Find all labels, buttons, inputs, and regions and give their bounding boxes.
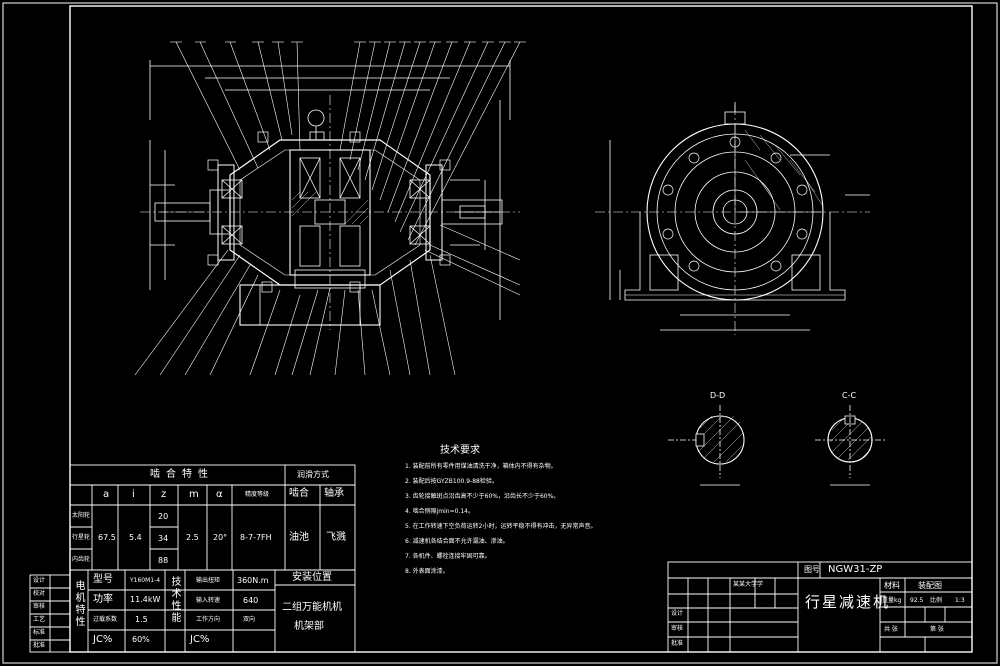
design-label: 设计 [671, 610, 684, 617]
motor-jc: 60% [132, 635, 150, 644]
tech-title: 技术要求 [440, 445, 480, 456]
col-mesh: 啮合 [289, 488, 309, 499]
rev-row-1: 设计 [33, 577, 46, 584]
col-bearing: 轴承 [324, 488, 344, 499]
product-name: 行星减速机 [805, 593, 891, 611]
tech-item-1: 1. 装配前所有零件用煤油清洗干净，箱体内不得有杂物。 [405, 463, 557, 470]
tech-item-8: 8. 外表面涂漆。 [405, 568, 449, 575]
section-dd-label: D-D [710, 391, 726, 400]
rev-row-4: 工艺 [33, 616, 46, 623]
approve-label: 批准 [671, 640, 684, 647]
dir: 双向 [243, 616, 256, 623]
material: 装配图 [918, 581, 942, 590]
section-cc [815, 405, 885, 486]
torque: 360N.m [237, 576, 269, 585]
jc2-label: JC% [190, 634, 210, 645]
torque-label: 输出扭矩 [196, 577, 221, 584]
tech-item-6: 6. 减速机各结合面不允许漏油、渗油。 [405, 538, 509, 545]
scale-label: 比例 [930, 597, 943, 604]
rev-row-3: 审核 [33, 603, 46, 610]
rev-row-2: 校对 [33, 590, 46, 597]
tech-side-label: 技术性能 [169, 576, 180, 624]
col-alpha: α [216, 489, 223, 500]
motor-overload: 1.5 [135, 615, 148, 624]
row-ring: 内齿轮 [72, 556, 91, 563]
val-z1: 20 [158, 512, 169, 521]
row-sun: 太阳轮 [72, 512, 91, 519]
section-cc-label: C-C [842, 391, 857, 400]
motor-jc-label: JC% [93, 634, 113, 645]
motor-model: Y160M1-4 [130, 577, 161, 584]
speed-label: 输入转速 [196, 597, 221, 604]
motor-side-label: 电机特性 [73, 580, 84, 628]
col-m: m [189, 489, 199, 500]
install-line2: 机架部 [294, 621, 324, 632]
tech-item-7: 7. 各机件、螺栓连接牢固可靠。 [405, 553, 491, 560]
col-a: a [103, 489, 110, 500]
install-line1: 二组万能机机 [282, 602, 342, 613]
val-i: 5.4 [129, 533, 142, 542]
weight-label: 重量kg [882, 597, 902, 604]
tech-item-2: 2. 装配后按GYZB100.9-88检验。 [405, 478, 498, 485]
inner-frame [69, 5, 973, 653]
material-label: 材料 [884, 581, 900, 590]
install-title: 安装位置 [292, 572, 332, 583]
val-z2: 34 [158, 534, 169, 543]
col-z: z [161, 489, 167, 500]
motor-model-label: 型号 [93, 574, 113, 585]
mesh-table-grid [29, 464, 356, 653]
val-alpha: 20° [213, 533, 228, 542]
val-m: 2.5 [186, 533, 199, 542]
mesh-title: 啮合特性 [150, 469, 214, 480]
tech-item-5: 5. 在工作转速下空负荷运转2小时，运转平稳不得有冲击，无异常声音。 [405, 523, 597, 530]
title-block-grid [667, 561, 973, 653]
val-lube-mesh: 油池 [289, 532, 309, 543]
main-section-view [134, 41, 526, 376]
rev-row-5: 标准 [33, 629, 46, 636]
motor-overload-label: 过载系数 [93, 616, 118, 623]
sheets-label: 共 张 [884, 626, 898, 633]
tech-item-4: 4. 啮合侧隙jmin=0.14。 [405, 508, 475, 515]
rev-row-6: 批准 [33, 642, 46, 649]
val-grade: 8-7-7FH [240, 533, 272, 542]
section-dd [668, 405, 745, 486]
val-lube-bearing: 飞溅 [326, 532, 346, 543]
weight: 92.5 [910, 597, 924, 604]
school: 某某大学学 [733, 581, 764, 588]
speed: 640 [243, 596, 259, 605]
val-a: 67.5 [98, 533, 116, 542]
col-i: i [132, 489, 135, 500]
drawing-no-label: 图号 [804, 565, 820, 574]
lube-title: 润滑方式 [297, 470, 329, 479]
check-label: 审核 [671, 625, 684, 632]
scale: 1:3 [955, 597, 965, 604]
row-planet: 行星轮 [72, 534, 91, 541]
drawing-no: NGW31-ZP [828, 564, 883, 575]
motor-power-label: 功率 [93, 594, 113, 605]
dir-label: 工作方向 [196, 616, 221, 623]
col-grade: 精度等级 [245, 491, 270, 498]
tech-item-3: 3. 齿轮接触斑点沿齿高不少于60%，沿齿长不少于60%。 [405, 493, 560, 500]
sheet-label: 第 张 [930, 626, 944, 633]
end-view [595, 102, 870, 335]
val-z3: 88 [158, 556, 169, 565]
motor-power: 11.4kW [130, 595, 161, 604]
